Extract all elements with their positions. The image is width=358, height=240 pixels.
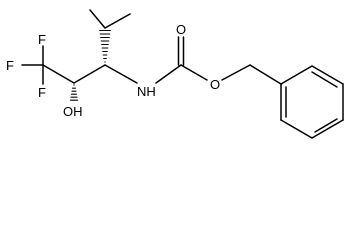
bond-ch2-to-ring [249,64,282,85]
trifluoromethyl-group [21,45,44,85]
bond-choh-to-chn [73,64,106,84]
bond-ester-o-to-ch2 [221,64,251,81]
bond-isopropyl-methyl-right [104,13,131,29]
bond-nh-to-carbonyl [155,64,182,84]
bond-isopropyl-methyl-left [89,9,106,29]
atom-label-amine: NH [137,84,156,99]
hashed-wedge-bond-oh [69,84,79,101]
atom-label-hydroxyl: OH [63,104,83,119]
bond-carbonyl-to-ester-o [180,64,208,81]
atom-label-f-left: F [6,58,14,73]
bond-chn-to-nh [104,64,138,84]
atom-label-f-top: F [38,32,46,47]
benzene-ring [280,65,344,139]
atom-label-f-bottom: F [38,85,46,100]
chemical-structure: F F F OH NH O O [6,9,344,139]
hashed-wedge-bond-isopropyl [99,29,111,63]
atom-label-carbonyl-oxygen: O [176,22,186,37]
bond-cf3-to-choh [42,64,75,84]
atom-label-ester-oxygen: O [210,77,220,92]
